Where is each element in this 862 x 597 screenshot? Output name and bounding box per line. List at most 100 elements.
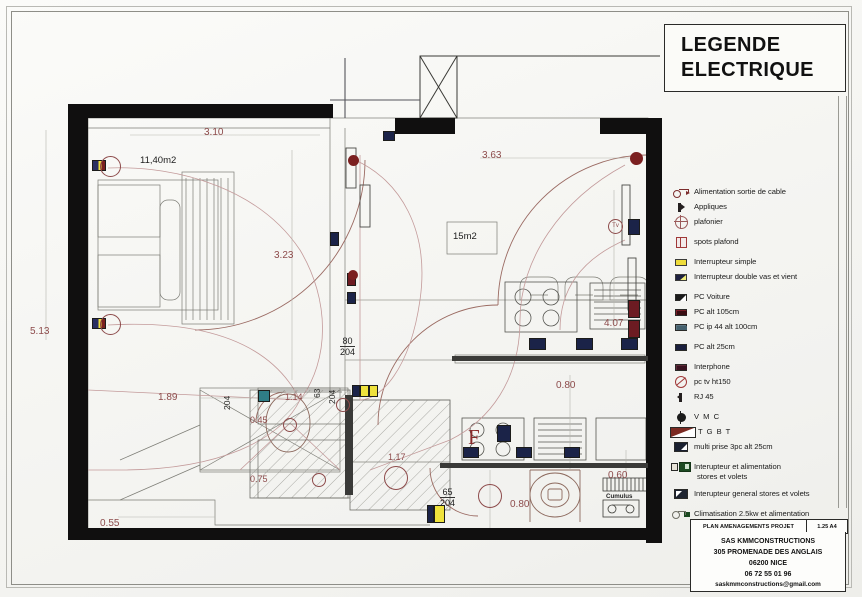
company-city: 06200 NICE (748, 559, 788, 567)
door-tag-bath: 65 204 (440, 487, 456, 509)
legend-item-rj45[interactable]: RJ 45 (668, 391, 854, 404)
spot-hall-a (336, 398, 350, 412)
dim-cumulus: 0.60 (608, 470, 628, 481)
legend-label-appliques: Appliques (694, 202, 727, 211)
legend-item-stores-general[interactable]: Interupteur general stores et volets (668, 488, 854, 501)
wall-left (68, 110, 88, 540)
car-socket-icon (668, 291, 694, 303)
legend-item-appliques[interactable]: Appliques (668, 201, 854, 214)
device-socket-right-b[interactable] (628, 300, 640, 318)
door-tag-main-width: 80 (342, 336, 353, 346)
device-applique-bottom-circle (100, 314, 121, 335)
legend-item-switch-double[interactable]: Interrupteur double vas et vient (668, 271, 854, 284)
legend-label-vmc: V M C (694, 412, 721, 421)
device-socket-right-a[interactable] (628, 219, 640, 235)
device-socket-right-c[interactable] (628, 320, 640, 338)
dim-kitchen: 0.80 (556, 380, 576, 391)
legend-item-cable-outlet[interactable]: Alimentation sortie de cable (668, 186, 854, 199)
legend-label-spots: spots plafond (694, 237, 739, 246)
wall-partition-hall (345, 395, 353, 495)
device-switch-bath-b[interactable] (427, 505, 434, 523)
spot-closet-a (283, 418, 297, 432)
legend-item-interphone[interactable]: Interphone (668, 361, 854, 374)
device-switch-hall-c[interactable] (369, 385, 378, 397)
legend-item-pc-tv[interactable]: pc tv ht150 (668, 376, 854, 389)
dim-closet-width: 1.14 (285, 392, 303, 402)
device-socket-kitchen-e[interactable] (516, 447, 532, 458)
cable-outlet-icon (668, 186, 694, 198)
socket-ip44-icon (668, 321, 694, 333)
legend-label-stores-supply: Interupteur et alimentation stores et vo… (694, 461, 781, 481)
legend-item-pc-voiture[interactable]: PC Voiture (668, 291, 854, 304)
company-address: 305 PROMENADE DES ANGLAIS (713, 548, 823, 556)
socket-105-icon (668, 306, 694, 318)
legend-label-plafonier: plafonier (694, 217, 723, 226)
legend-item-spots[interactable]: spots plafond (668, 236, 854, 249)
device-socket-kitchen-f[interactable] (564, 447, 580, 458)
shutter-general-switch-icon (668, 488, 694, 500)
device-applique-top-circle (100, 156, 121, 177)
sheet-frame-outer (6, 6, 852, 588)
legend-rule-a (838, 96, 839, 508)
interphone-icon (668, 361, 694, 373)
tv-socket-icon (668, 376, 694, 388)
sheet-frame-inner (11, 11, 849, 585)
dim-door-63: 63 (312, 388, 322, 398)
area-living: 15m2 (453, 231, 477, 242)
device-socket-kitchen-a[interactable] (529, 338, 546, 350)
air-conditioning-icon (668, 508, 694, 520)
legend-label-pc-105: PC alt 105cm (694, 307, 739, 316)
legend-title-line1: LEGENDE (681, 34, 781, 56)
door-tag-main-height: 204 (340, 346, 356, 358)
device-socket-kitchen-d[interactable] (463, 447, 479, 458)
wall-partition-kitchen (452, 356, 648, 361)
legend-item-pc-105[interactable]: PC alt 105cm (668, 306, 854, 319)
dim-wc-width: 0.75 (250, 474, 268, 484)
device-cable-outlet-right-top2[interactable] (348, 270, 358, 280)
legend-label-pc-voiture: PC Voiture (694, 292, 730, 301)
legend-label-pc-25: PC alt 25cm (694, 342, 735, 351)
company-name: SAS KMMCONSTRUCTIONS (720, 538, 816, 545)
legend-item-plafonier[interactable]: plafonier (668, 214, 854, 229)
legend-rule-b (846, 96, 847, 508)
legend-item-switch-simple[interactable]: Interrupteur simple (668, 256, 854, 269)
legend-label-climatisation: Climatisation 2.5kw et alimentation (694, 509, 810, 519)
title-block-company-row: SAS KMMCONSTRUCTIONS 305 PROMENADE DES A… (690, 532, 846, 592)
door-tag-main: 80 204 (340, 336, 356, 358)
device-socket-bedroom-c[interactable] (347, 292, 356, 304)
device-switch-bath[interactable] (434, 505, 445, 523)
device-switch-hall-b[interactable] (360, 385, 369, 397)
device-socket-kitchen-c[interactable] (621, 338, 638, 350)
legend-item-vmc[interactable]: V M C (668, 410, 854, 424)
device-socket-bedroom-a[interactable] (330, 232, 339, 246)
legend-item-climatisation[interactable]: Climatisation 2.5kw et alimentation (668, 508, 854, 521)
legend-list: Alimentation sortie de cable Appliques p… (668, 186, 854, 523)
company-phone: 06 72 55 01 96 (744, 570, 792, 578)
device-socket-ip44-closet[interactable] (258, 390, 270, 402)
wall-light-icon (668, 201, 694, 213)
cumulus-label: Cumulus (606, 493, 633, 500)
dim-right-vert: 4.07 (604, 318, 624, 329)
multi-socket-icon (668, 441, 694, 453)
legend-item-multi-prise[interactable]: multi prise 3pc alt 25cm (668, 441, 854, 454)
ceiling-light-icon (668, 214, 694, 229)
device-cable-outlet-right-top[interactable] (348, 155, 359, 166)
device-socket-entry-top[interactable] (383, 131, 395, 141)
legend-item-stores-supply[interactable]: Interupteur et alimentation stores et vo… (668, 461, 854, 481)
legend-label-switch-double: Interrupteur double vas et vient (694, 272, 798, 281)
legend-item-tgbt[interactable]: T G B T (668, 426, 854, 439)
device-switch-hall-a[interactable] (352, 385, 360, 397)
device-cable-outlet-corner[interactable] (630, 152, 643, 165)
dim-left-height: 5.13 (30, 326, 50, 337)
vmc-icon (668, 410, 694, 424)
legend-item-pc-ip44[interactable]: PC ip 44 alt 100cm (668, 321, 854, 334)
wall-right (646, 118, 662, 543)
dim-center-vert: 3.23 (274, 250, 294, 261)
door-tag-bath-height: 204 (440, 497, 456, 509)
device-socket-kitchen-b[interactable] (576, 338, 593, 350)
scale-label: 1.25 A4 (817, 523, 837, 530)
legend-item-pc-25[interactable]: PC alt 25cm (668, 341, 854, 354)
ceiling-light-bath (478, 484, 502, 508)
device-socket-kitchen-g[interactable] (497, 425, 511, 442)
